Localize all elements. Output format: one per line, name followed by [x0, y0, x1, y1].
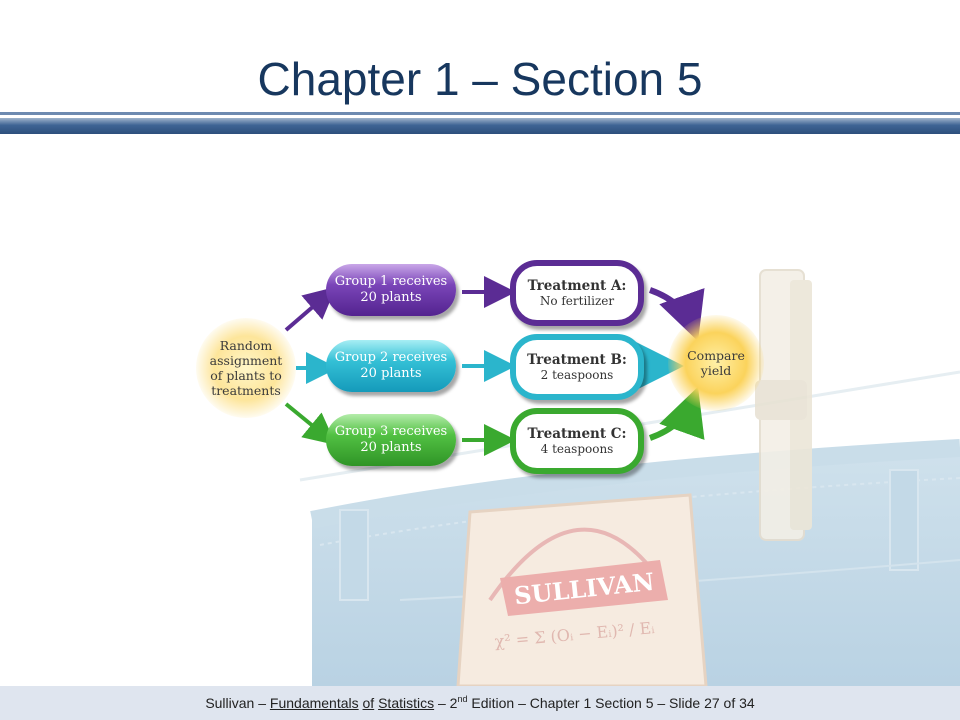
- treatment-c-node: Treatment C: 4 teaspoons: [510, 408, 644, 474]
- random-line-3: of plants to: [210, 368, 282, 383]
- compare-line-2: yield: [700, 363, 732, 378]
- treatment-a-node: Treatment A: No fertilizer: [510, 260, 644, 326]
- group-1-node: Group 1 receives 20 plants: [326, 264, 456, 316]
- group-3-node: Group 3 receives 20 plants: [326, 414, 456, 466]
- random-line-2: assignment: [209, 353, 283, 368]
- footer-text: Sullivan – Fundamentals of Statistics – …: [0, 694, 960, 711]
- footer-of: of: [362, 695, 375, 711]
- compare-yield-node: Compare yield: [668, 315, 764, 411]
- group-2-line-2: 20 plants: [360, 366, 422, 381]
- group-3-line-1: Group 3 receives: [334, 424, 448, 439]
- arrow-random-to-group3: [284, 402, 337, 446]
- group-1-line-1: Group 1 receives: [334, 274, 448, 289]
- group-2-line-1: Group 2 receives: [334, 350, 448, 365]
- arrow-treatmentC-to-compare: [648, 386, 705, 441]
- group-1-line-2: 20 plants: [360, 290, 422, 305]
- footer-edition-number: – 2: [434, 695, 458, 711]
- clothespin-illustration: [755, 269, 812, 541]
- arrow-random-to-group1: [284, 286, 337, 332]
- treatment-b-detail: 2 teaspoons: [540, 368, 614, 382]
- random-assignment-node: Random assignment of plants to treatment…: [196, 318, 296, 418]
- footer-fundamentals: Fundamentals: [269, 695, 359, 711]
- treatment-c-detail: 4 teaspoons: [540, 442, 614, 456]
- footer-prefix: Sullivan –: [205, 695, 270, 711]
- treatment-c-heading: Treatment C:: [527, 426, 627, 442]
- treatment-b-heading: Treatment B:: [527, 352, 627, 368]
- compare-line-1: Compare: [687, 348, 745, 363]
- slide-title: Chapter 1 – Section 5: [257, 53, 703, 105]
- title-divider-bar: [0, 118, 960, 134]
- group-2-node: Group 2 receives 20 plants: [326, 340, 456, 392]
- random-line-4: treatments: [211, 383, 281, 398]
- title-divider-line: [0, 112, 960, 115]
- group-3-line-2: 20 plants: [360, 440, 422, 455]
- footer-rest: Edition – Chapter 1 Section 5 – Slide 27…: [467, 695, 755, 711]
- treatment-a-detail: No fertilizer: [539, 294, 615, 308]
- footer-bar: [0, 686, 960, 720]
- footer-statistics: Statistics: [378, 695, 435, 711]
- footer-edition-suffix: nd: [457, 694, 468, 704]
- random-line-1: Random: [219, 338, 273, 353]
- treatment-b-node: Treatment B: 2 teaspoons: [510, 334, 644, 400]
- treatment-a-heading: Treatment A:: [527, 278, 627, 294]
